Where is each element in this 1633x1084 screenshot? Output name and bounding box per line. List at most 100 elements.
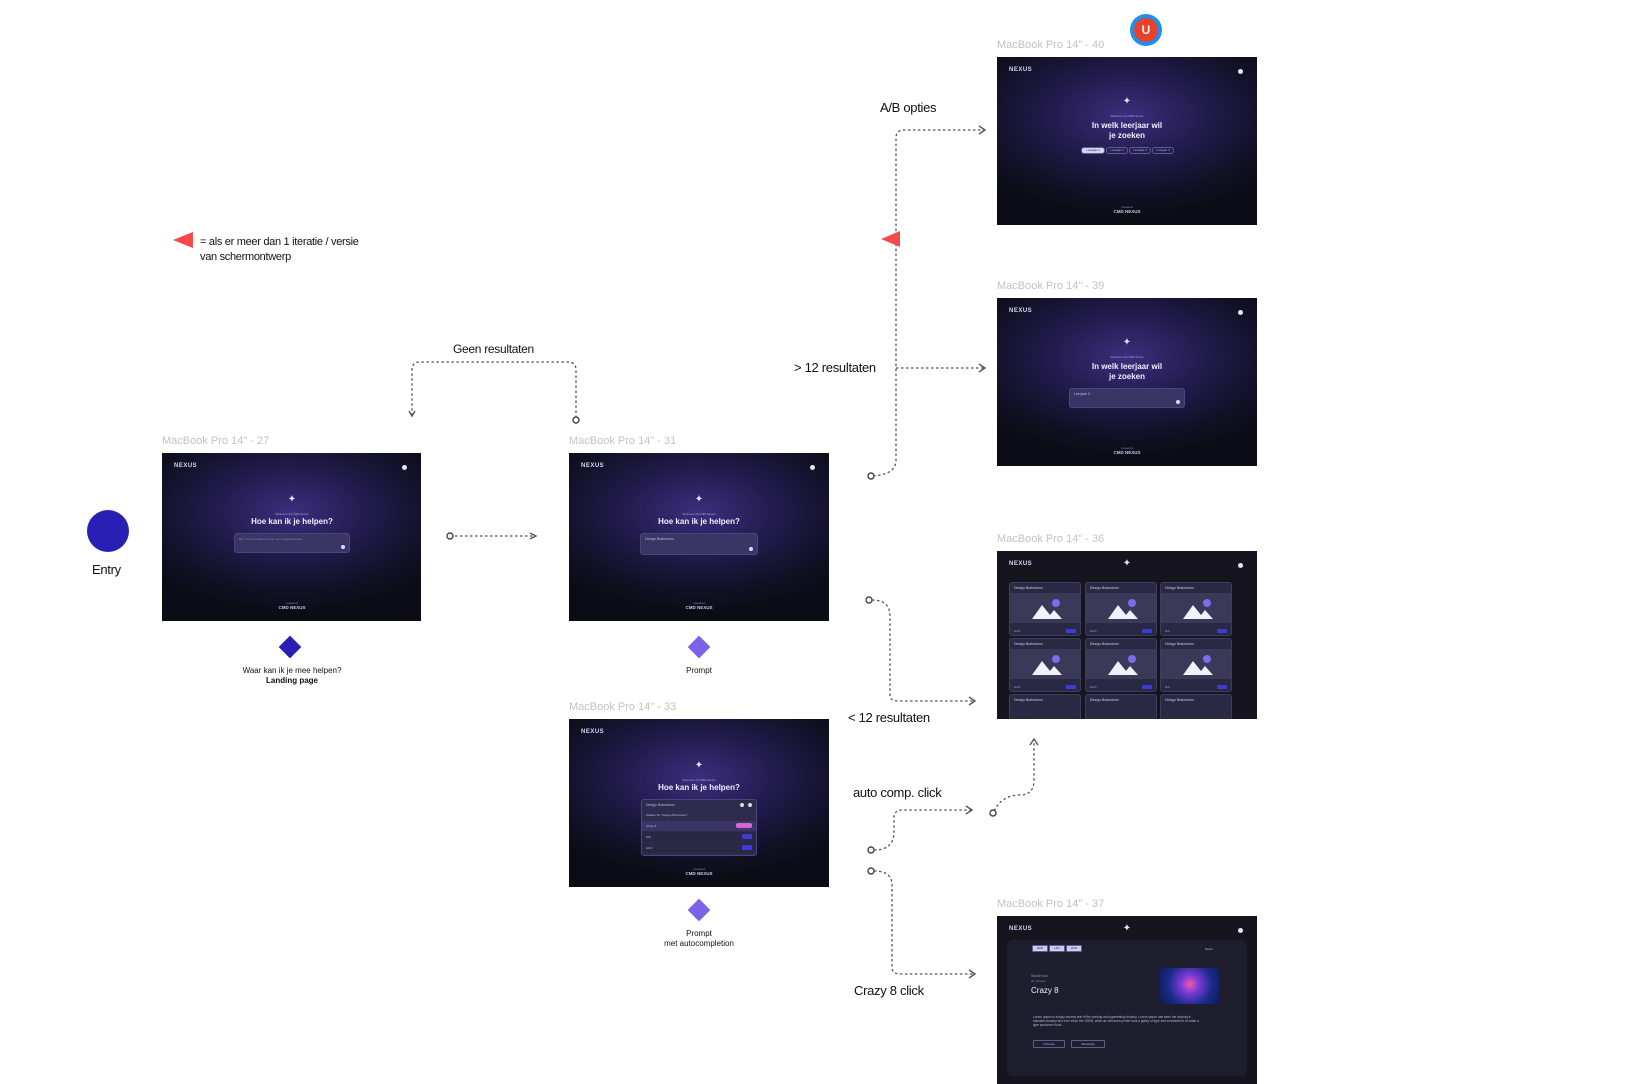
send-icon[interactable] <box>749 547 753 551</box>
send-icon[interactable] <box>748 803 752 807</box>
prompt-input[interactable]: Bijv. Ik heb problemen met mijn onderzoe… <box>234 533 350 553</box>
nexus-logo: NEXUS <box>1009 308 1033 314</box>
frame-33-autocomplete[interactable]: NEXUS ✦ Welcome bij CMD Nexus Hoe kan ik… <box>569 719 829 887</box>
detail-sub: 30 minuten <box>1031 979 1046 983</box>
menu-icon[interactable] <box>1238 563 1243 568</box>
headline-line-1: In welk leerjaar wil <box>1091 121 1163 130</box>
year-chip-1[interactable]: Leerjaar 1 <box>1081 147 1105 154</box>
detail-heading: Crazy 8 <box>1031 986 1059 995</box>
frame-title-39: MacBook Pro 14" - 39 <box>997 280 1105 292</box>
edge-label-crazy8: Crazy 8 click <box>854 983 924 998</box>
prompt-input[interactable]: Design Brainstorm <box>640 533 758 555</box>
footer-brand: CMD NEXUS <box>685 605 713 610</box>
suggest-row-label: HCD <box>646 846 653 850</box>
card-title: Design Brainstorm <box>1090 586 1119 590</box>
edge-more-12-ab <box>867 129 985 477</box>
card-tag: HCD <box>1014 685 1021 689</box>
share-link[interactable]: Delen <box>1205 947 1213 951</box>
frame-39-year-input[interactable]: NEXUS ✦ Welcome bij CMD Nexus In welk le… <box>997 298 1257 466</box>
send-icon[interactable] <box>341 545 345 549</box>
frame-27-landing[interactable]: NEXUS ✦ Welcome bij CMD Nexus Hoe kan ik… <box>162 453 421 621</box>
send-icon[interactable] <box>1176 400 1180 404</box>
detail-tag-2: HCI <box>1049 945 1065 952</box>
entry-node[interactable] <box>87 510 129 552</box>
suggest-row-hci[interactable]: HCI <box>642 832 756 842</box>
headline-line-1: In welk leerjaar wil <box>1091 362 1163 371</box>
powered-text: powered <box>1121 205 1133 209</box>
headline-line-2: je zoeken <box>1108 131 1146 140</box>
prompt-value: Design Brainstorm <box>645 537 674 541</box>
year-chip-3[interactable]: Leerjaar 3 <box>1129 147 1151 154</box>
result-card[interactable]: Design Brainstorm <box>1085 694 1157 719</box>
sparkle-icon: ✦ <box>1122 558 1132 569</box>
landing-question: Waar kan ik je mee helpen? <box>242 666 342 675</box>
practice-button[interactable]: Oefenen <box>1033 1040 1065 1048</box>
suggest-row-hcd[interactable]: HCD <box>642 843 756 853</box>
card-title: Design Brainstorm <box>1165 586 1194 590</box>
footer-brand: CMD NEXUS <box>278 605 306 610</box>
suggest-tag <box>742 845 752 850</box>
footer-brand: CMD NEXUS <box>1113 209 1141 214</box>
frame-title-36: MacBook Pro 14" - 36 <box>997 533 1105 545</box>
avatar[interactable]: U <box>1130 14 1162 46</box>
menu-icon[interactable] <box>1238 928 1243 933</box>
frame-title-27: MacBook Pro 14" - 27 <box>162 435 270 447</box>
close-icon[interactable] <box>740 803 744 807</box>
result-card[interactable]: Design Brainstorm <box>1009 694 1081 719</box>
legend-text: = als er meer dan 1 iteratie / versie va… <box>200 235 359 265</box>
card-open-button[interactable] <box>1066 629 1076 633</box>
suggest-row-crazy8[interactable]: Crazy 8 <box>642 821 756 831</box>
year-chip-4[interactable]: Leerjaar 4 <box>1152 147 1174 154</box>
result-card[interactable]: Design Brainstorm <box>1160 694 1232 719</box>
powered-text: powered <box>286 601 298 605</box>
image-placeholder-icon <box>1161 649 1231 679</box>
detail-image <box>1160 968 1220 1004</box>
method-button[interactable]: Werkwijze <box>1071 1040 1105 1048</box>
detail-tag-1: HCD <box>1032 945 1048 952</box>
detail-tag-3: HCD <box>1066 945 1082 952</box>
menu-icon[interactable] <box>810 465 815 470</box>
frame-37-detail[interactable]: NEXUS ✦ HCD HCI HCD Delen Studie tool 30… <box>997 916 1257 1084</box>
card-open-button[interactable] <box>1142 629 1152 633</box>
frame-40-ab-options[interactable]: NEXUS ✦ Welcome bij CMD Nexus In welk le… <box>997 57 1257 225</box>
card-open-button[interactable] <box>1217 685 1227 689</box>
frame-title-40: MacBook Pro 14" - 40 <box>997 39 1105 51</box>
welcome-text: Welcome bij CMD Nexus <box>682 512 716 516</box>
prompt2-sub: met autocompletion <box>664 939 734 948</box>
frame-title-33: MacBook Pro 14" - 33 <box>569 701 677 713</box>
edge-label-less-12: < 12 resultaten <box>848 710 930 725</box>
image-placeholder-icon <box>1010 593 1080 623</box>
edge-auto-comp <box>873 809 972 851</box>
card-title: Design Brainstorm <box>1165 698 1194 702</box>
powered-text: powered <box>693 601 705 605</box>
suggest-row-label: Crazy 8 <box>646 824 657 828</box>
card-open-button[interactable] <box>1142 685 1152 689</box>
sparkle-icon: ✦ <box>694 760 704 771</box>
autocomplete-panel[interactable]: Design Brainstorm Zoeken for "Design Bra… <box>641 799 757 856</box>
year-input-value: Leerjaar 3 <box>1074 392 1090 396</box>
footer-brand: CMD NEXUS <box>1113 450 1141 455</box>
prompt-caption: Prompt <box>686 666 712 675</box>
year-input[interactable]: Leerjaar 3 <box>1069 388 1185 408</box>
menu-icon[interactable] <box>1238 310 1243 315</box>
entry-label: Entry <box>92 562 121 577</box>
prompt2-title: Prompt <box>686 929 712 938</box>
menu-icon[interactable] <box>1238 69 1243 74</box>
avatar-letter: U <box>1134 18 1158 42</box>
welcome-text: Welcome bij CMD Nexus <box>1110 355 1144 359</box>
menu-icon[interactable] <box>402 465 407 470</box>
card-open-button[interactable] <box>1217 629 1227 633</box>
nexus-logo: NEXUS <box>1009 561 1033 567</box>
sparkle-icon: ✦ <box>287 494 297 505</box>
detail-kicker: Studie tool <box>1031 974 1048 978</box>
card-open-button[interactable] <box>1066 685 1076 689</box>
frame-31-prompt[interactable]: NEXUS ✦ Welcome bij CMD Nexus Hoe kan ik… <box>569 453 829 621</box>
year-chip-2[interactable]: Leerjaar 2 <box>1106 147 1128 154</box>
